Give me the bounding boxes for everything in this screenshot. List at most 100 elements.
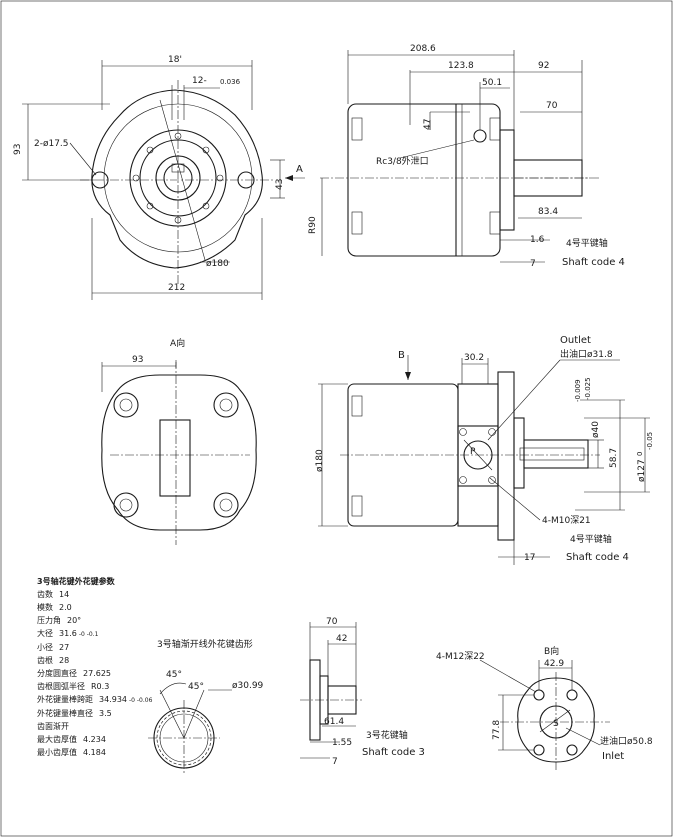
spline-spec-value: 27 — [59, 643, 70, 652]
shaft3-d7: 7 — [332, 757, 338, 767]
spline-spec-value: 14 — [59, 590, 70, 599]
spline-spec-value: 31.6 — [59, 629, 77, 638]
bolt-m10: 4-M10深21 — [542, 515, 591, 526]
spline-spec-key: 外花键量棒直径 — [37, 709, 93, 718]
shaft4-cn-side: 4号平键轴 — [566, 237, 608, 249]
dim-front-dia180: ø180 — [315, 449, 325, 472]
dim-top-width: 18' — [168, 55, 182, 65]
spline-spec-value: 4.234 — [83, 735, 106, 744]
dim-front-d1: 30.2 — [464, 353, 484, 363]
dim-left-height: 93 — [13, 144, 23, 155]
dim-front-d587: 58.7 — [609, 448, 619, 468]
shaft4-cn-front: 4号平键轴 — [570, 533, 612, 545]
dim-side-d3: 92 — [538, 61, 549, 71]
port-s: S — [553, 719, 559, 729]
dim-side-d7: 1.6 — [530, 235, 545, 245]
view-arrow-b: B — [398, 350, 405, 361]
spline-angle-a1: 45° — [166, 670, 182, 680]
outlet-cn: 出油口ø31.8 — [560, 348, 613, 360]
spline-spec-value: R0.3 — [91, 682, 110, 691]
shaft3-d42: 42 — [336, 634, 347, 644]
spline-spec-key: 小径 — [37, 643, 53, 652]
shaft3-view — [300, 622, 362, 759]
spline-spec-row: 齿根 28 — [37, 654, 177, 667]
dim-side-r90: R90 — [308, 216, 318, 234]
spline-spec-key: 齿面渐开 — [37, 722, 69, 731]
shaft3-d70: 70 — [326, 617, 338, 627]
spline-spec-value: 3.5 — [99, 709, 112, 718]
b-view-title: B向 — [544, 645, 559, 657]
b-view-bolt: 4-M12深22 — [436, 651, 485, 662]
port-p: P — [470, 447, 476, 457]
spline-spec-value: 20° — [67, 616, 82, 625]
spline-spec-row: 齿根圆弧半径 R0.3 — [37, 680, 177, 693]
spline-dia: ø30.99 — [232, 681, 264, 691]
spline-angle-a2: 45° — [188, 682, 204, 692]
spline-spec-key: 大径 — [37, 629, 53, 638]
b-view-d429: 42.9 — [544, 659, 564, 669]
dim-front-tol40a: -0.009 — [574, 379, 582, 402]
spline-spec-key: 最大齿厚值 — [37, 735, 77, 744]
inlet-cn: 进油口ø50.8 — [600, 735, 653, 747]
spline-spec-tol: -0 -0.06 — [129, 697, 153, 704]
dim-center-dia: ø180 — [206, 259, 229, 269]
shaft4-en-side: Shaft code 4 — [562, 257, 625, 268]
front-view — [318, 355, 650, 565]
b-view-d778: 77.8 — [492, 720, 502, 740]
dim-side-d8: 7 — [530, 259, 536, 269]
dim-holes: 2-ø17.5 — [34, 139, 69, 149]
spline-spec-row: 分度圆直径 27.625 — [37, 667, 177, 680]
spline-spec-key: 最小齿厚值 — [37, 748, 77, 757]
side-view — [320, 50, 600, 263]
spline-spec-key: 齿数 — [37, 590, 53, 599]
spline-spec-row: 齿数 14 — [37, 588, 177, 601]
spline-spec-key: 分度圆直径 — [37, 669, 77, 678]
shaft3-label-en: Shaft code 3 — [362, 747, 425, 758]
a-view-title: A向 — [170, 337, 185, 349]
spline-spec-row: 齿面渐开 — [37, 720, 177, 733]
inlet-en: Inlet — [602, 751, 624, 762]
dim-front-tol127b: -0.05 — [646, 432, 654, 450]
spline-spec-value: 28 — [59, 656, 70, 665]
dim-side-d5: 47 — [423, 119, 433, 130]
outlet-en: Outlet — [560, 335, 591, 346]
spline-spec-row: 外花键量棒直径 3.5 — [37, 707, 177, 720]
a-view-dim: 93 — [132, 355, 143, 365]
shaft4-en-front: Shaft code 4 — [566, 552, 629, 563]
dim-side-d6: 83.4 — [538, 207, 558, 217]
spline-spec-value: 27.625 — [83, 669, 111, 678]
dim-front-tol40b: -0.025 — [584, 377, 592, 400]
spline-spec-value: 2.0 — [59, 603, 72, 612]
dim-front-tol127a: 0 — [636, 452, 644, 456]
dim-bottom-width: 212 — [168, 283, 185, 293]
shaft3-d614: 61.4 — [324, 717, 344, 727]
spline-view-title: 3号轴渐开线外花键齿形 — [157, 638, 253, 650]
view-arrow-a: A — [296, 164, 303, 175]
dim-front-dia40: ø40 — [591, 421, 601, 438]
dim-side-d1: 123.8 — [448, 61, 474, 71]
shaft3-label-cn: 3号花键轴 — [366, 729, 408, 741]
drain-port-label: Rc3/8外泄口 — [376, 155, 429, 167]
spline-spec-tol: -0 -0.1 — [78, 631, 99, 638]
a-view — [101, 360, 257, 545]
dim-side-d2: 50.1 — [482, 78, 502, 88]
spline-spec-key: 模数 — [37, 603, 53, 612]
spline-spec-key: 压力角 — [37, 616, 61, 625]
spline-spec-row: 模数 2.0 — [37, 601, 177, 614]
spline-spec-rows: 齿数 14 模数 2.0 压力角 20° 大径 31.6-0 -0.1 小径 27 齿根 28 分度圆直… — [37, 588, 177, 759]
spline-spec-row: 小径 27 — [37, 641, 177, 654]
spline-spec-key: 齿根 — [37, 656, 53, 665]
spline-spec-key: 齿根圆弧半径 — [37, 682, 85, 691]
dim-side-d4: 70 — [546, 101, 558, 111]
spline-spec-row: 最大齿厚值 4.234 — [37, 733, 177, 746]
spline-spec-row: 压力角 20° — [37, 614, 177, 627]
spline-spec-value: 4.184 — [83, 748, 106, 757]
dim-front-d17: 17 — [524, 553, 535, 563]
b-view — [479, 659, 610, 770]
top-flange-view — [22, 60, 305, 300]
dim-right-height: 43 — [275, 179, 285, 190]
